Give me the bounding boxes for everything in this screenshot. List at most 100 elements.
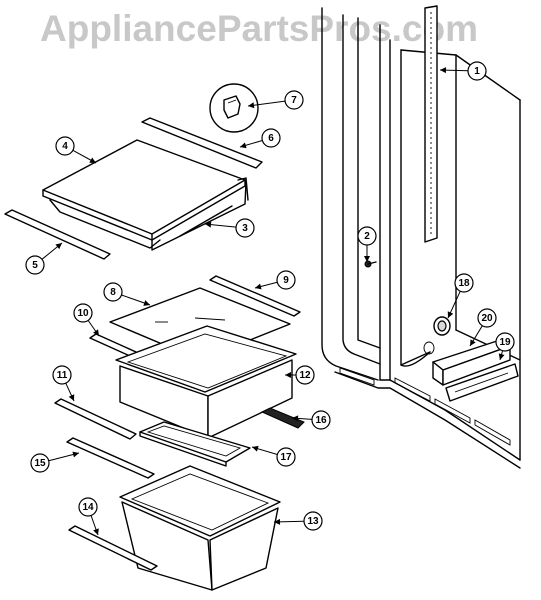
deli-pan	[119, 465, 281, 591]
callout-15: 15	[30, 451, 80, 473]
leader-arrowhead	[248, 102, 255, 109]
callout-circle	[78, 497, 98, 517]
callout-circle	[235, 218, 255, 238]
callout-label: 16	[315, 415, 327, 426]
callout-5: 5	[25, 242, 63, 275]
control-panel	[445, 363, 519, 402]
callout-label: 13	[307, 516, 319, 527]
callout-circle	[261, 128, 281, 148]
callout-14: 14	[78, 497, 99, 536]
callout-9: 9	[254, 270, 296, 290]
rear-shelf-trim	[141, 117, 263, 169]
callout-circle	[73, 303, 93, 323]
callout-label: 20	[481, 313, 493, 324]
callout-label: 9	[283, 275, 289, 286]
callout-circle	[276, 447, 296, 467]
callout-circle	[467, 61, 487, 81]
cabinet-liner	[321, 7, 521, 469]
callout-circle	[55, 136, 75, 156]
callout-17: 17	[251, 445, 296, 467]
glass-shelf	[42, 139, 246, 241]
callout-circle	[495, 332, 515, 352]
pan-trim-bottom	[68, 525, 158, 571]
callout-label: 10	[77, 308, 89, 319]
callout-label: 14	[82, 502, 94, 513]
leader-line	[247, 100, 286, 107]
leader-arrowhead	[72, 451, 79, 458]
crisper-rear-trim	[209, 275, 301, 317]
callout-3: 3	[204, 218, 255, 238]
leader-arrowhead	[447, 311, 454, 318]
callout-label: 7	[291, 95, 297, 106]
callout-6: 6	[239, 128, 281, 149]
callout-19: 19	[495, 332, 515, 361]
callout-12: 12	[285, 365, 315, 385]
shelf-ladder-rail	[424, 5, 438, 243]
leader-arrowhead	[274, 518, 281, 525]
leader-arrowhead	[89, 157, 96, 163]
callout-circle	[276, 270, 296, 290]
leader-arrowhead	[364, 256, 370, 262]
callout-8: 8	[103, 282, 151, 306]
leader-arrowhead	[252, 445, 259, 452]
callout-label: 15	[34, 458, 46, 469]
pan-trim-lower	[66, 437, 155, 479]
callout-circle	[25, 255, 45, 275]
callout-18: 18	[447, 273, 474, 319]
callout-13: 13	[273, 511, 323, 531]
callout-label: 8	[110, 287, 116, 298]
leader-arrowhead	[498, 353, 505, 360]
callout-label: 4	[62, 141, 68, 152]
callout-label: 1	[474, 66, 480, 77]
callout-16: 16	[291, 410, 331, 430]
callout-10: 10	[73, 303, 100, 337]
shelf-frame	[49, 177, 249, 251]
pan-trim-left	[54, 398, 137, 440]
callout-circle	[284, 90, 304, 110]
callout-label: 6	[268, 133, 274, 144]
shelf-clip-detail	[209, 83, 259, 133]
callout-label: 2	[364, 231, 370, 242]
slide-rail	[260, 407, 305, 429]
pan-support-frame	[139, 421, 251, 467]
leader-arrowhead	[205, 221, 212, 228]
leader-arrowhead	[240, 142, 247, 149]
callout-label: 5	[32, 260, 38, 271]
leader-arrowhead	[143, 300, 150, 306]
leader-arrowhead	[292, 415, 299, 422]
leader-arrowhead	[440, 67, 447, 74]
callout-circle	[30, 453, 50, 473]
callout-circle	[103, 282, 123, 302]
callout-circle	[357, 226, 377, 246]
leader-arrowhead	[93, 528, 99, 535]
front-shelf-trim	[4, 209, 111, 260]
leader-arrowhead	[285, 372, 291, 378]
leader-arrowhead	[93, 329, 99, 336]
callout-label: 17	[280, 452, 292, 463]
leader-arrowhead	[255, 283, 262, 290]
callout-circle	[311, 410, 331, 430]
callout-label: 18	[458, 278, 470, 289]
callout-label: 3	[242, 223, 248, 234]
callout-label: 19	[499, 337, 511, 348]
screw	[364, 260, 377, 268]
watermark-text: AppliancePartsPros.com	[40, 8, 478, 49]
callout-circle	[295, 365, 315, 385]
crisper-pan	[115, 325, 297, 439]
callout-1: 1	[439, 61, 487, 81]
callout-label: 12	[299, 370, 311, 381]
callout-2: 2	[357, 226, 377, 262]
leader-arrowhead	[470, 339, 476, 346]
callout-7: 7	[247, 90, 304, 110]
callout-label: 11	[57, 370, 68, 381]
callout-4: 4	[55, 136, 97, 164]
callout-circle	[303, 511, 323, 531]
control-housing	[432, 339, 511, 386]
callout-circle	[477, 308, 497, 328]
temperature-control-knob	[433, 316, 451, 336]
callout-11: 11	[52, 365, 75, 402]
callout-20: 20	[469, 308, 497, 347]
callout-circle	[52, 365, 72, 385]
